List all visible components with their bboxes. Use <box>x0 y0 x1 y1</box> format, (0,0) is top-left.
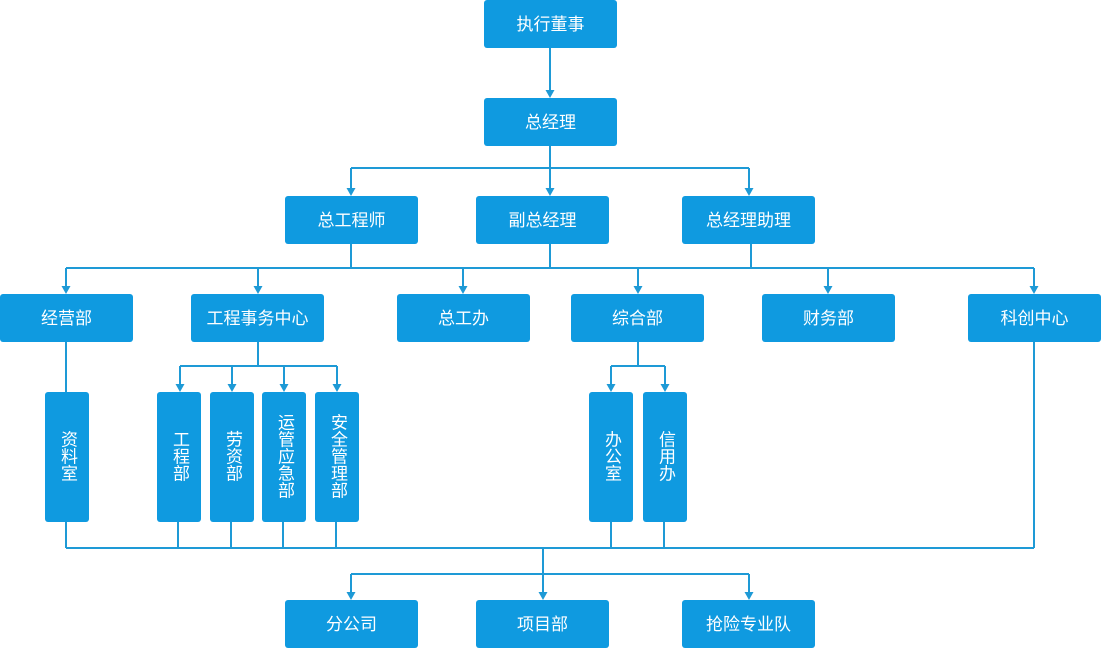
arrowhead <box>744 188 754 196</box>
node-label: 工程部 <box>169 431 190 482</box>
node-box <box>682 600 815 648</box>
node-project-dept: 项目部 <box>476 600 609 648</box>
node-box <box>968 294 1101 342</box>
node-label: 总经理助理 <box>706 211 791 231</box>
node-box <box>0 294 133 342</box>
node-chief-eng-office: 总工办 <box>397 294 530 342</box>
node-label: 总工办 <box>438 309 489 329</box>
node-box <box>643 392 687 522</box>
node-box <box>397 294 530 342</box>
node-labor-dept: 劳资部 <box>210 392 254 522</box>
arrowhead <box>346 592 356 600</box>
node-box <box>210 392 254 522</box>
node-rescue-team: 抢险专业队 <box>682 600 815 648</box>
node-chief-engineer: 总工程师 <box>285 196 418 244</box>
node-box <box>762 294 895 342</box>
node-label: 工程事务中心 <box>207 309 309 329</box>
node-box <box>191 294 324 342</box>
node-label: 资料室 <box>57 430 78 481</box>
node-label: 执行董事 <box>517 15 585 35</box>
node-eng-affairs-center: 工程事务中心 <box>191 294 324 342</box>
arrowhead <box>227 384 237 392</box>
arrowhead <box>660 384 670 392</box>
node-box <box>589 392 633 522</box>
node-box <box>476 196 609 244</box>
node-label: 运管应急部 <box>274 413 295 498</box>
node-box <box>315 392 359 522</box>
arrowhead <box>332 384 342 392</box>
node-label: 办公室 <box>601 430 622 481</box>
node-box <box>285 600 418 648</box>
node-label: 分公司 <box>326 615 377 635</box>
arrowhead <box>633 286 643 294</box>
node-box <box>285 196 418 244</box>
node-box <box>157 392 201 522</box>
node-general-dept: 综合部 <box>571 294 704 342</box>
arrowhead <box>545 90 555 98</box>
node-office: 办公室 <box>589 392 633 522</box>
node-branch-company: 分公司 <box>285 600 418 648</box>
node-exec-director: 执行董事 <box>484 0 617 48</box>
node-label: 财务部 <box>803 309 854 329</box>
node-box <box>682 196 815 244</box>
node-box <box>571 294 704 342</box>
node-credit-office: 信用办 <box>643 392 687 522</box>
arrowhead <box>346 188 356 196</box>
node-label: 项目部 <box>517 615 568 635</box>
node-label: 劳资部 <box>222 430 243 481</box>
arrowhead <box>458 286 468 294</box>
arrowhead <box>1029 286 1039 294</box>
node-safety-mgmt-dept: 安全管理部 <box>315 392 359 522</box>
arrowhead <box>606 384 616 392</box>
node-gm-assistant: 总经理助理 <box>682 196 815 244</box>
node-business-dept: 经营部 <box>0 294 133 342</box>
arrowhead <box>175 384 185 392</box>
node-label: 经营部 <box>41 309 92 329</box>
arrowhead <box>538 592 548 600</box>
node-box <box>476 600 609 648</box>
arrowhead <box>253 286 263 294</box>
node-label: 科创中心 <box>1001 309 1069 329</box>
node-label: 总经理 <box>525 113 576 133</box>
node-label: 信用办 <box>655 430 676 481</box>
node-archives-room: 资料室 <box>45 392 89 522</box>
node-box <box>262 392 306 522</box>
arrowhead <box>279 384 289 392</box>
node-label: 安全管理部 <box>327 413 348 498</box>
node-general-manager: 总经理 <box>484 98 617 146</box>
node-finance-dept: 财务部 <box>762 294 895 342</box>
arrowhead <box>61 286 71 294</box>
node-box <box>484 98 617 146</box>
arrowhead <box>545 188 555 196</box>
node-engineering-dept: 工程部 <box>157 392 201 522</box>
node-label: 副总经理 <box>509 211 577 231</box>
node-box <box>45 392 89 522</box>
node-label: 总工程师 <box>318 211 386 231</box>
node-ops-emergency-dept: 运管应急部 <box>262 392 306 522</box>
node-sci-innovation-center: 科创中心 <box>968 294 1101 342</box>
arrowhead <box>823 286 833 294</box>
arrowhead <box>744 592 754 600</box>
node-box <box>484 0 617 48</box>
node-label: 综合部 <box>612 309 663 329</box>
node-deputy-gm: 副总经理 <box>476 196 609 244</box>
node-label: 抢险专业队 <box>706 615 791 635</box>
